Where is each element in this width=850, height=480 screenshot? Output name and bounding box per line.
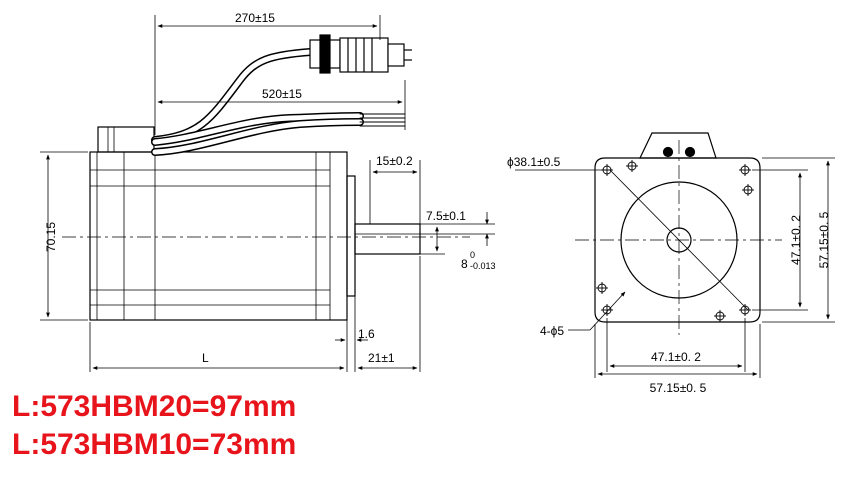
dim-hole-spacing-v: 47.1±0. 2 [789, 215, 803, 265]
dim-shaft-flat: 7.5±0.1 [426, 209, 466, 223]
dim-shaft-dia-sup: 0 [470, 250, 475, 260]
dim-cable-520: 520±15 [262, 87, 302, 101]
dim-height: 70.15 [44, 222, 58, 252]
front-connector-tab [639, 132, 717, 159]
dim-shaft-step: 15±0.2 [376, 154, 413, 168]
side-view [62, 126, 470, 321]
side-view-dimensions [40, 15, 495, 372]
motor-shaft [354, 223, 421, 255]
dim-shaft-length: 21±1 [368, 351, 395, 365]
dim-square-v: 57.15±0. 5 [817, 211, 831, 268]
front-view-dimensions [568, 157, 835, 378]
front-view-labels: ϕ38.1±0.5 47.1±0. 2 57.15±0. 5 47.1±0. 2… [507, 155, 831, 395]
dim-pilot-dia: ϕ38.1±0.5 [507, 155, 561, 169]
front-square-outline [594, 157, 761, 323]
dim-shaft-dia-sub: -0.013 [470, 261, 496, 271]
dim-cable-270: 270±15 [235, 11, 275, 25]
motor-body-outline [89, 151, 348, 321]
cable-gland [97, 126, 155, 153]
motor-flange [346, 175, 356, 297]
side-view-labels: 270±15 520±15 70.15 15±0.2 7.5±0.1 8 0 -… [44, 11, 496, 365]
model-length-2: L:573HBM10=73mm [12, 428, 297, 461]
mount-holes [596, 160, 754, 322]
motor-cables [151, 48, 406, 156]
dim-flange-thickness: 1.6 [358, 327, 375, 341]
dim-shaft-dia: 8 [461, 257, 468, 271]
dim-mount-holes: 4-ϕ5 [540, 324, 564, 338]
dim-square-h: 57.15±0. 5 [650, 381, 707, 395]
dim-hole-spacing-h: 47.1±0. 2 [651, 350, 701, 364]
front-view [515, 132, 782, 335]
connector-plug [309, 34, 412, 74]
model-length-1: L:573HBM20=97mm [12, 390, 297, 423]
dim-body-length: L [202, 351, 209, 365]
